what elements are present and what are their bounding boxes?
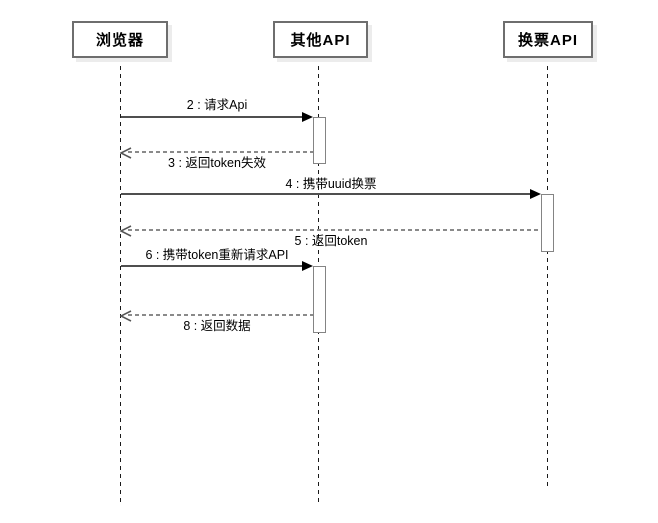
message-2-line <box>121 116 303 118</box>
lifeline-browser <box>120 58 121 502</box>
message-3-open-arrowhead-icon <box>119 146 132 164</box>
participant-browser-label: 浏览器 <box>95 32 144 49</box>
message-5-open-arrowhead-icon <box>119 224 132 242</box>
message-6-arrowhead-icon <box>302 261 313 271</box>
message-4-line <box>121 193 531 195</box>
message-8-open-arrowhead-icon <box>119 309 132 327</box>
participant-other-api: 其他API <box>273 21 368 58</box>
message-3-line <box>128 151 313 153</box>
lifeline-ticket-api <box>547 58 548 490</box>
message-4-arrowhead-icon <box>530 189 541 199</box>
message-5-label: 5 : 返回token <box>294 234 368 248</box>
message-4-label: 4 : 携带uuid换票 <box>285 177 377 191</box>
activation-other-api-2 <box>313 266 326 333</box>
activation-ticket-api <box>541 194 554 252</box>
participant-ticket-api-label: 换票API <box>517 32 578 49</box>
message-2-arrowhead-icon <box>302 112 313 122</box>
message-5-line <box>128 229 541 231</box>
message-8-line <box>128 314 313 316</box>
message-3-label: 3 : 返回token失效 <box>168 156 266 170</box>
participant-browser: 浏览器 <box>72 21 168 58</box>
message-2-label: 2 : 请求Api <box>186 98 248 112</box>
message-6-label: 6 : 携带token重新请求API <box>145 248 289 262</box>
message-6-line <box>121 265 303 267</box>
activation-other-api-1 <box>313 117 326 164</box>
participant-other-api-label: 其他API <box>290 32 351 49</box>
message-8-label: 8 : 返回数据 <box>183 319 251 333</box>
participant-ticket-api: 换票API <box>503 21 593 58</box>
